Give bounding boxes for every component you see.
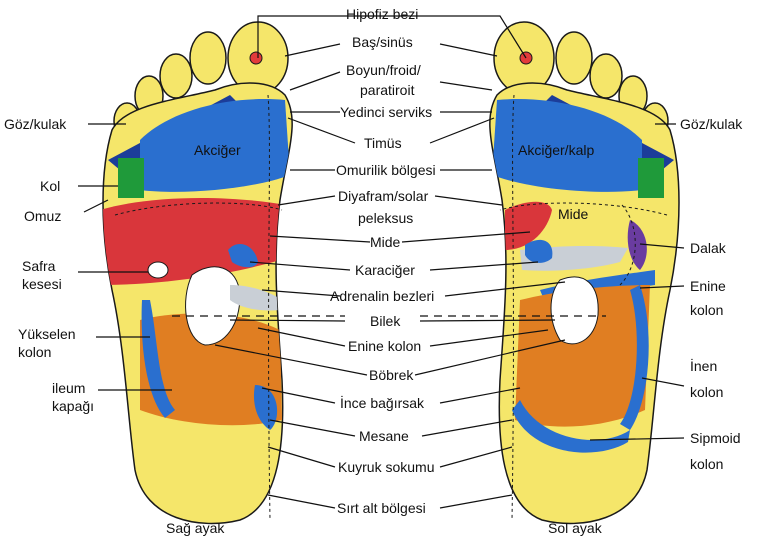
label-sol-ayak: Sol ayak xyxy=(548,520,602,536)
label-adrenalin: Adrenalin bezleri xyxy=(330,288,435,304)
label-left-ileum-2: kapağı xyxy=(52,398,95,414)
label-sag-ayak: Sağ ayak xyxy=(166,520,225,536)
label-boyun-2: paratiroit xyxy=(360,82,415,98)
label-right-inen-1: İnen xyxy=(690,358,718,374)
right-toe-3 xyxy=(589,53,623,99)
left-toe-2 xyxy=(189,31,227,85)
label-right-enine-2: kolon xyxy=(690,302,724,318)
label-right-sipmoid-1: Sipmoid xyxy=(690,430,741,446)
label-omurilik: Omurilik bölgesi xyxy=(336,162,436,178)
label-left-safra-2: kesesi xyxy=(22,276,62,292)
label-right-sipmoid-2: kolon xyxy=(690,456,724,472)
label-bilek: Bilek xyxy=(370,313,401,329)
label-boyun-1: Boyun/froid/ xyxy=(346,62,421,78)
label-right-goz-kulak: Göz/kulak xyxy=(680,116,743,132)
right-foot-drawing xyxy=(102,21,293,525)
label-sirt: Sırt alt bölgesi xyxy=(337,500,426,516)
label-left-omuz: Omuz xyxy=(24,208,62,224)
label-left-kol: Kol xyxy=(40,178,61,194)
label-hipofiz: Hipofiz bezi xyxy=(346,6,419,22)
label-right-enine-1: Enine xyxy=(690,278,726,294)
label-diyafram-2: peleksus xyxy=(358,210,414,226)
label-left-ileum-1: ileum xyxy=(52,380,86,396)
label-kuyruk: Kuyruk sokumu xyxy=(338,459,435,475)
left-foot-drawing xyxy=(489,21,680,525)
left-toe-3 xyxy=(159,53,193,99)
label-mide-right: Mide xyxy=(558,206,589,222)
label-enine-kolon: Enine kolon xyxy=(348,338,422,354)
label-timus: Timüs xyxy=(364,135,402,151)
label-diyafram-1: Diyafram/solar xyxy=(338,188,429,204)
leader-lines xyxy=(78,15,685,509)
label-left-yukselen-2: kolon xyxy=(18,344,52,360)
label-left-safra-1: Safra xyxy=(22,258,56,274)
label-right-dalak: Dalak xyxy=(690,240,726,256)
label-bas-sinus: Baş/sinüs xyxy=(352,34,413,50)
left-head-dot xyxy=(249,51,263,65)
label-right-inen-2: kolon xyxy=(690,384,724,400)
label-karaciger: Karaciğer xyxy=(355,262,415,278)
label-yedinci: Yedinci serviks xyxy=(340,104,433,120)
label-mesane: Mesane xyxy=(359,428,409,444)
label-bobrek: Böbrek xyxy=(369,367,414,383)
label-akciger-right: Akciğer/kalp xyxy=(518,142,595,158)
label-mide: Mide xyxy=(370,234,401,250)
label-left-goz-kulak: Göz/kulak xyxy=(4,116,67,132)
label-akciger-left: Akciğer xyxy=(194,142,241,158)
label-left-yukselen-1: Yükselen xyxy=(18,326,76,342)
right-toe-2 xyxy=(555,31,593,85)
label-ince-bagirsak: İnce bağırsak xyxy=(340,395,425,411)
